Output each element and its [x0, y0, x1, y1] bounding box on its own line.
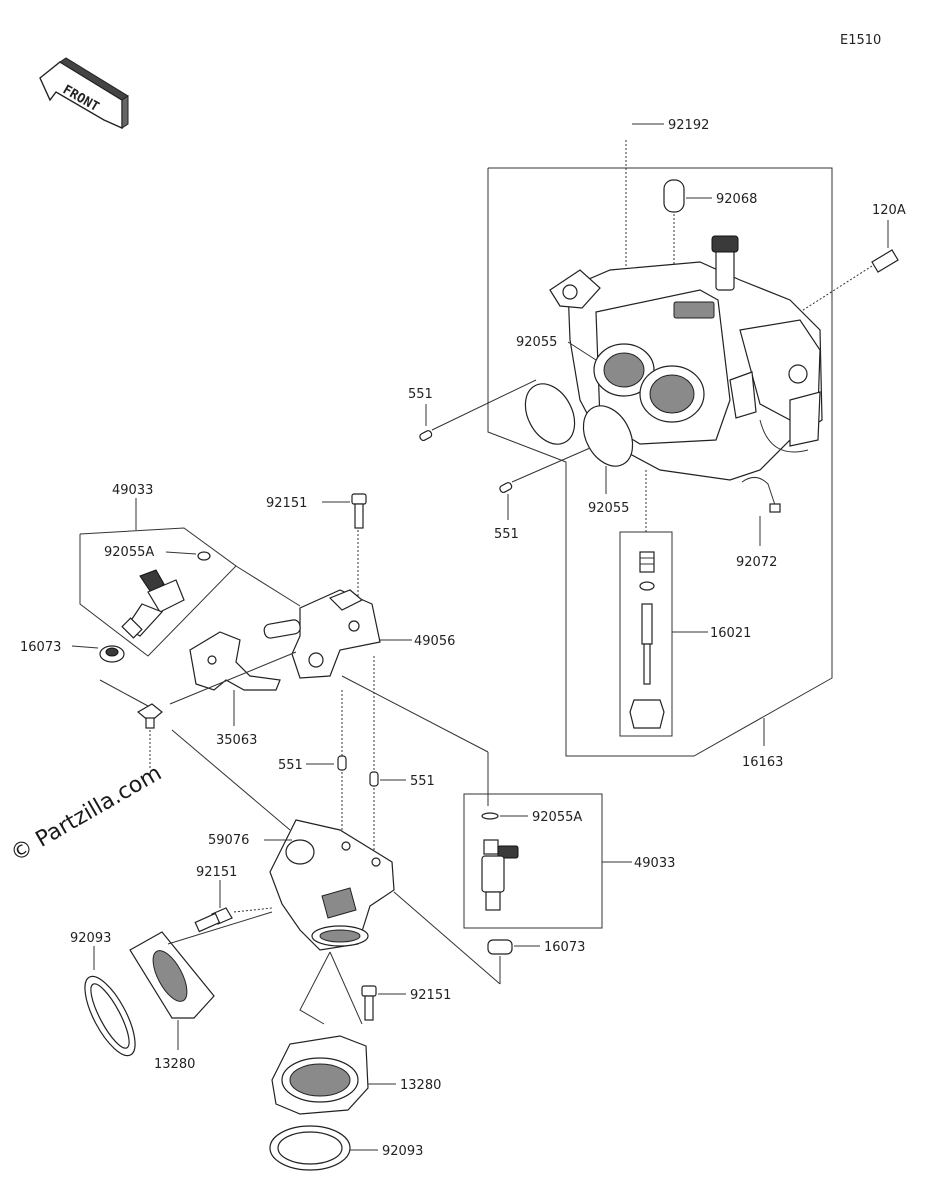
o-ring-92055-mid — [582, 405, 634, 467]
clamp-92072 — [741, 477, 777, 509]
bolt-92151-mid — [194, 907, 233, 933]
bolt-120A — [799, 249, 899, 313]
throttle-body — [549, 235, 823, 481]
leader-92151-mid-path — [233, 907, 273, 913]
label-92151-low: 92151 — [410, 988, 451, 1003]
label-13280-right: 13280 — [400, 1078, 441, 1093]
label-59076: 59076 — [208, 833, 249, 848]
label-16073-right: 16073 — [544, 940, 585, 955]
label-551-top: 551 — [408, 387, 433, 402]
label-92055A-right: 92055A — [532, 810, 582, 825]
label-120A: 120A — [872, 203, 906, 218]
label-13280-left: 13280 — [154, 1057, 195, 1072]
label-92093-bottom: 92093 — [382, 1144, 423, 1159]
label-49033-left: 49033 — [112, 483, 153, 498]
label-551-low-left: 551 — [278, 758, 303, 773]
o-ring-92055-top — [524, 383, 576, 445]
leader-16073-left — [71, 645, 99, 649]
assembly-box-16163 — [487, 167, 833, 757]
clamp-92072-lock — [769, 503, 781, 513]
hose-92192 — [524, 55, 629, 300]
label-16073-left: 16073 — [20, 640, 61, 655]
leader-holder-to-seal — [393, 891, 501, 985]
o-ring-92055A-right — [481, 812, 499, 820]
injector-49033-right — [481, 839, 519, 911]
holder-59076 — [269, 819, 395, 951]
bolt-small-left — [136, 703, 163, 729]
sensor-16021 — [629, 551, 665, 729]
seal-16073-right — [487, 939, 513, 955]
label-92192: 92192 — [668, 118, 709, 133]
group-box-49033-left — [79, 527, 237, 657]
label-92068: 92068 — [716, 192, 757, 207]
front-arrow-icon: FRONT — [39, 57, 129, 130]
leader-flange-right-b — [329, 951, 363, 1025]
pin-551-low-left — [337, 755, 347, 771]
pin-551-mid — [499, 482, 513, 494]
fuel-pipe-49056 — [263, 589, 381, 679]
label-551-low-right: 551 — [410, 774, 435, 789]
leader-bracket-path — [169, 651, 297, 705]
seal-16073-left-inner — [105, 647, 119, 657]
leader-flange-right-a — [299, 951, 331, 1025]
leader-92055A-left — [165, 551, 197, 555]
gasket-92093-left-inner — [90, 983, 130, 1049]
pin-551-top — [419, 430, 433, 442]
label-16021: 16021 — [710, 626, 751, 641]
bolt-92151-low — [361, 985, 377, 1021]
leader-551-mid-path — [511, 447, 591, 483]
leader-left-to-holder — [171, 729, 291, 831]
pin-551-low-right — [369, 771, 379, 787]
label-35063: 35063 — [216, 733, 257, 748]
o-ring-92055A-left — [197, 551, 211, 561]
leader-bolt-small-path — [99, 679, 149, 707]
label-92055-top: 92055 — [516, 335, 557, 350]
label-92055-mid: 92055 — [588, 501, 629, 516]
leader-551-top-path — [431, 379, 537, 431]
label-92093-left: 92093 — [70, 931, 111, 946]
label-49033-right: 49033 — [634, 856, 675, 871]
group-box-49033-right — [463, 793, 603, 929]
label-551-mid: 551 — [494, 527, 519, 542]
cap-92068 — [663, 179, 685, 213]
label-92151-mid: 92151 — [196, 865, 237, 880]
label-92055A-left: 92055A — [104, 545, 154, 560]
gasket-92093-bottom-inner — [277, 1131, 343, 1165]
leader-flange-path — [167, 911, 273, 945]
flange-13280-left-hole — [152, 950, 188, 1002]
diagram-code: E1510 — [840, 33, 881, 48]
label-92151-top: 92151 — [266, 496, 307, 511]
flange-13280-right — [271, 1035, 369, 1115]
bracket-35063 — [189, 631, 281, 691]
watermark-text: © Partzilla.com — [7, 761, 167, 868]
leader-rail-to-right — [341, 675, 489, 753]
leader-92055-top — [567, 341, 597, 361]
injector-49033-left — [121, 569, 185, 639]
label-16163: 16163 — [742, 755, 783, 770]
leader-injector-to-rail — [235, 565, 301, 607]
label-92072: 92072 — [736, 555, 777, 570]
label-49056: 49056 — [414, 634, 455, 649]
bolt-92151-top — [351, 493, 367, 529]
